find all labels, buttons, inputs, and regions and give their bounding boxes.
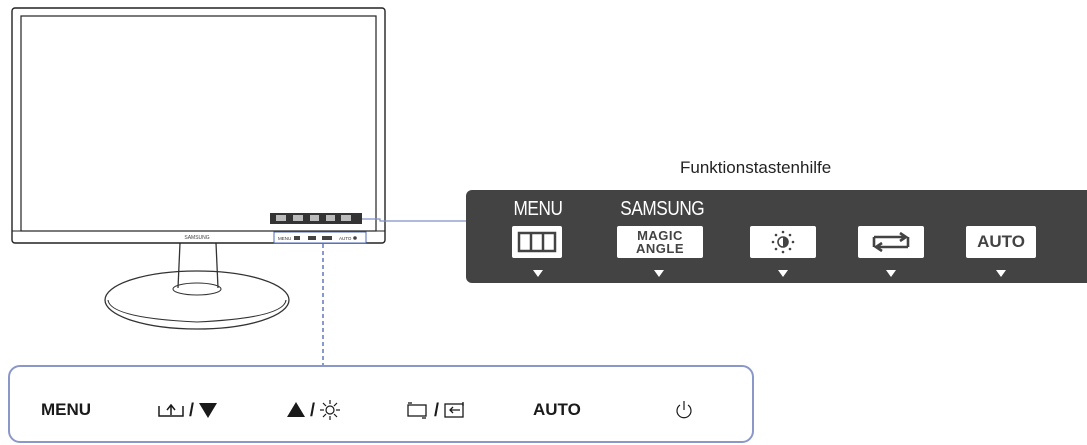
guide-title: Funktionstastenhilfe [680,158,832,177]
down-arrow-icon [778,270,788,277]
brightness-icon [750,226,816,258]
menu-frame-icon [512,226,562,258]
svg-text:MENU: MENU [278,236,291,241]
guide-key-magic-angle: SAMSUNG MAGIC ANGLE [614,190,705,283]
function-key-guide-panel: MENU SAMSUNG MAGIC ANGLE [466,190,1087,283]
source-input-button[interactable]: / [406,398,467,422]
enter-down-button[interactable]: / [157,398,218,422]
guide-key-auto: AUTO [966,190,1036,283]
guide-key-source [856,190,926,283]
down-arrow-icon [996,270,1006,277]
menu-button[interactable]: MENU [41,400,92,419]
magic-angle-box: MAGIC ANGLE [617,226,703,258]
power-icon [676,401,692,419]
guide-key-menu: MENU [500,190,576,283]
monitor-neck [177,242,219,289]
up-brightness-button[interactable]: / [286,398,341,422]
bezel-button-row [273,231,367,244]
monitor-stand-base [104,270,290,330]
brightness-icon [320,400,341,420]
monitor-brand-text: SAMSUNG [184,235,209,241]
source-icon [407,402,427,419]
power-button[interactable] [673,398,695,422]
enter-icon [158,403,184,417]
svg-text:AUTO: AUTO [339,236,352,241]
down-arrow-icon [533,270,543,277]
down-arrow-icon [654,270,664,277]
button-panel [8,365,754,443]
down-arrow-icon [886,270,896,277]
source-switch-icon [858,226,924,258]
auto-box: AUTO [966,226,1036,258]
guide-leader-line [362,218,466,222]
monitor-screen [20,15,377,232]
down-triangle-icon [199,403,218,418]
guide-key-brightness [748,190,818,283]
up-triangle-icon [287,402,305,417]
input-icon [444,402,464,418]
auto-button[interactable]: AUTO [533,400,581,419]
